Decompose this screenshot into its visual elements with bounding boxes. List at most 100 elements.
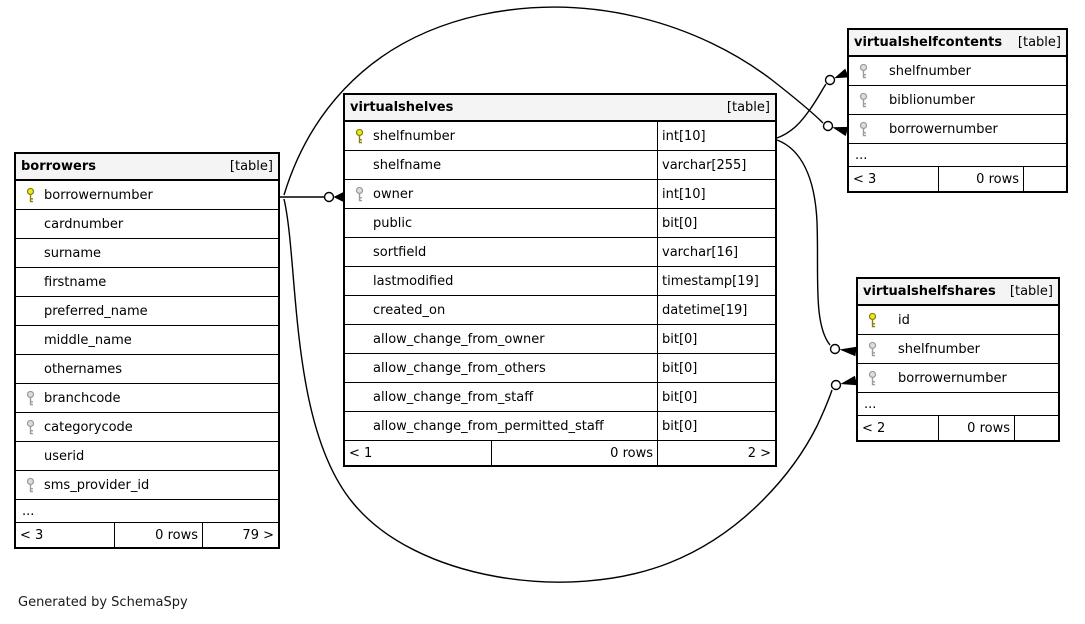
table-header: virtualshelves [table] — [345, 95, 775, 122]
primary-key-icon — [26, 187, 34, 202]
fk-arrowhead — [333, 192, 343, 202]
column-name: borrowernumber — [44, 187, 153, 203]
primary-key-icon — [355, 128, 363, 143]
foreign-key-icon — [355, 186, 363, 201]
column-row: userid — [16, 442, 278, 471]
column-name: shelfnumber — [889, 63, 971, 79]
table-footer: < 3 0 rows 79 > — [16, 523, 278, 547]
column-row: created_on datetime[19] — [345, 296, 775, 325]
column-row: firstname — [16, 268, 278, 297]
table-tag: [table] — [229, 159, 273, 174]
table-title[interactable]: borrowers — [21, 159, 96, 174]
column-row: public bit[0] — [345, 209, 775, 238]
fk-arrowhead — [840, 375, 858, 386]
footer-row-count: 0 rows — [939, 167, 1024, 191]
column-type: int[10] — [657, 180, 775, 208]
column-type: timestamp[19] — [657, 267, 775, 295]
column-name: borrowernumber — [889, 121, 998, 137]
table-tag: [table] — [1017, 35, 1061, 50]
column-type: bit[0] — [657, 383, 775, 411]
column-row: cardnumber — [16, 210, 278, 239]
table-footer: < 1 0 rows 2 > — [345, 441, 775, 465]
table-borrowers[interactable]: borrowers [table] borrowernumber cardnum… — [14, 152, 280, 549]
fk-circle — [822, 120, 834, 132]
footer-related-right: 79 > — [242, 527, 274, 543]
column-name: public — [373, 215, 413, 231]
column-row: allow_change_from_owner bit[0] — [345, 325, 775, 354]
table-virtualshelfshares[interactable]: virtualshelfshares [table] id shelfnumbe… — [856, 277, 1060, 442]
footer-related-left: < 3 — [16, 523, 115, 547]
foreign-key-icon — [859, 121, 867, 136]
table-title[interactable]: virtualshelfshares — [863, 284, 996, 299]
table-footer: < 3 0 rows — [849, 167, 1066, 191]
fk-arrowhead — [832, 126, 849, 137]
footer-row-count: 0 rows — [115, 523, 203, 547]
column-row: borrowernumber — [849, 115, 1066, 144]
column-name: lastmodified — [373, 273, 454, 289]
generated-by-note: Generated by SchemaSpy — [18, 595, 188, 610]
footer-row-count: 0 rows — [492, 441, 658, 465]
column-row: allow_change_from_staff bit[0] — [345, 383, 775, 412]
column-name: branchcode — [44, 390, 121, 406]
footer-related-right — [1024, 167, 1066, 191]
column-name: cardnumber — [44, 216, 124, 232]
column-name: surname — [44, 245, 101, 261]
column-row: borrowernumber — [16, 181, 278, 210]
column-row: branchcode — [16, 384, 278, 413]
table-tag: [table] — [1009, 284, 1053, 299]
foreign-key-icon — [868, 341, 876, 356]
foreign-key-icon — [26, 477, 34, 492]
column-type: bit[0] — [657, 325, 775, 353]
fk-circle — [829, 343, 841, 355]
table-title[interactable]: virtualshelfcontents — [854, 35, 1003, 50]
table-tag: [table] — [726, 100, 770, 115]
table-header: virtualshelfcontents [table] — [849, 30, 1066, 57]
column-name: created_on — [373, 302, 446, 318]
column-name: shelfnumber — [898, 341, 980, 357]
table-virtualshelfcontents[interactable]: virtualshelfcontents [table] shelfnumber… — [847, 28, 1068, 193]
foreign-key-icon — [26, 390, 34, 405]
footer-related-left: < 1 — [345, 441, 492, 465]
column-type: datetime[19] — [657, 296, 775, 324]
foreign-key-icon — [859, 63, 867, 78]
column-row: allow_change_from_permitted_staff bit[0] — [345, 412, 775, 441]
column-row: middle_name — [16, 326, 278, 355]
column-type: int[10] — [657, 122, 775, 150]
table-virtualshelves[interactable]: virtualshelves [table] shelfnumber int[1… — [343, 93, 777, 467]
fk-circle — [824, 74, 836, 86]
column-name: allow_change_from_others — [373, 360, 546, 376]
table-footer: < 2 0 rows — [858, 416, 1058, 440]
table-header: virtualshelfshares [table] — [858, 279, 1058, 306]
more-columns-ellipsis: ... — [16, 500, 278, 523]
footer-related-right: 2 > — [747, 445, 771, 461]
footer-related-right — [1015, 416, 1058, 440]
more-columns-ellipsis: ... — [858, 393, 1058, 416]
column-row: owner int[10] — [345, 180, 775, 209]
table-title[interactable]: virtualshelves — [350, 100, 454, 115]
column-name: id — [898, 312, 910, 328]
foreign-key-icon — [859, 92, 867, 107]
column-name: sortfield — [373, 244, 427, 260]
column-name: allow_change_from_owner — [373, 331, 545, 347]
column-name: borrowernumber — [898, 370, 1007, 386]
column-row: id — [858, 306, 1058, 335]
column-name: allow_change_from_staff — [373, 389, 534, 405]
more-columns-ellipsis: ... — [849, 144, 1066, 167]
fk-circle — [323, 191, 335, 203]
foreign-key-icon — [26, 419, 34, 434]
column-row: categorycode — [16, 413, 278, 442]
fk-circle — [830, 379, 842, 391]
column-name: owner — [373, 186, 414, 202]
column-row: borrowernumber — [858, 364, 1058, 393]
column-row: preferred_name — [16, 297, 278, 326]
foreign-key-icon — [868, 370, 876, 385]
footer-related-left: < 3 — [849, 167, 939, 191]
column-type: varchar[16] — [657, 238, 775, 266]
column-name: allow_change_from_permitted_staff — [373, 418, 604, 434]
column-row: sms_provider_id — [16, 471, 278, 500]
footer-row-count: 0 rows — [939, 416, 1015, 440]
column-name: middle_name — [44, 332, 132, 348]
column-name: sms_provider_id — [44, 477, 150, 493]
column-row: shelfnumber — [849, 57, 1066, 86]
column-type: bit[0] — [657, 209, 775, 237]
